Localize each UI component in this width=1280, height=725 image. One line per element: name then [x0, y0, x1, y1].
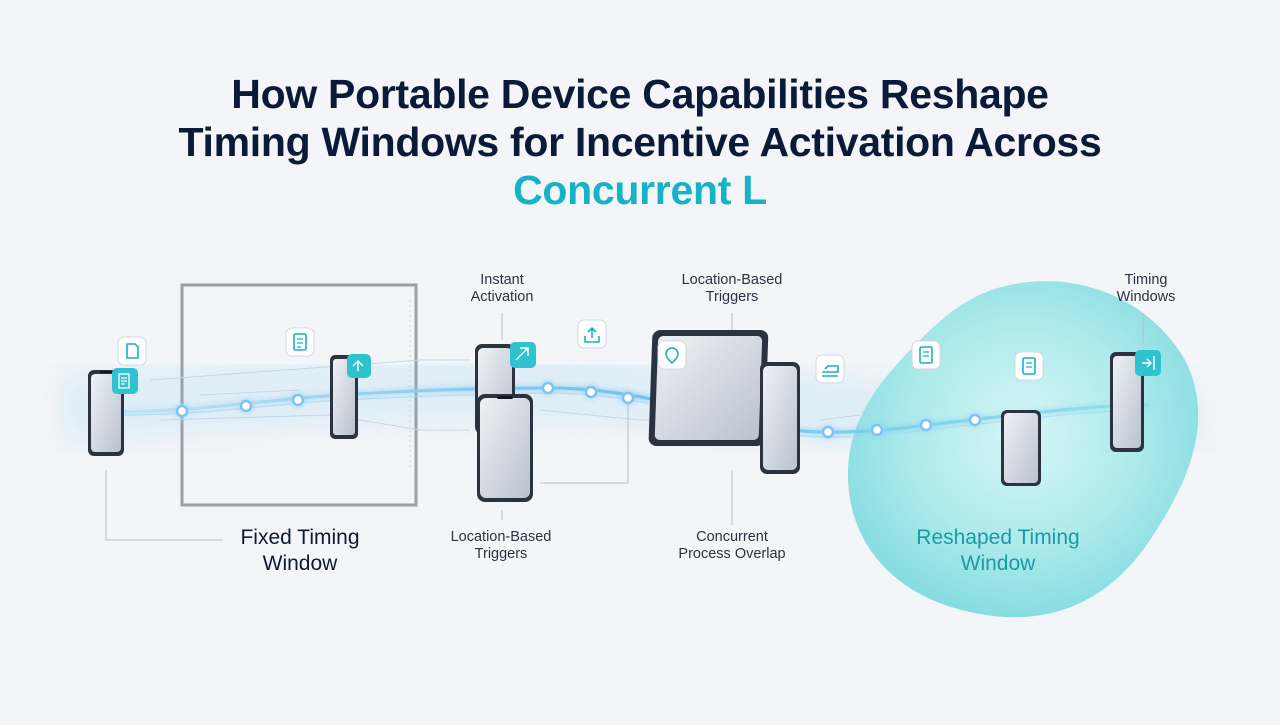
share-icon [577, 319, 607, 349]
label-concurrent-overlap: Concurrent Process Overlap [678, 529, 786, 562]
flow-node [919, 418, 933, 432]
clipboard-icon [1014, 351, 1044, 381]
flow-node [584, 385, 598, 399]
phone-7 [1110, 352, 1144, 452]
label-fixed-timing-window: Fixed Timing Window [240, 526, 360, 575]
clipboard-icon [285, 327, 315, 357]
circuit-lines [149, 300, 861, 470]
location-icon [657, 340, 687, 370]
flow-node [968, 413, 982, 427]
leader-lines [105, 313, 1144, 541]
share-icon [510, 342, 536, 368]
label-reshaped-timing-window: Reshaped Timing Window [916, 526, 1080, 575]
clipboard-icon [911, 340, 941, 370]
title-line-2: Timing Windows for Incentive Activation … [178, 119, 1102, 165]
flow-node [821, 425, 835, 439]
phone-6 [1001, 410, 1041, 486]
label-location-triggers-top: Location-Based Triggers [681, 272, 783, 305]
label-instant-activation: Instant Activation [470, 272, 534, 305]
phone-4 [477, 394, 533, 502]
fixed-window-frame [180, 283, 418, 507]
flow-node [870, 423, 884, 437]
flow-node [621, 391, 635, 405]
phone-5 [760, 362, 800, 474]
enter-icon [1135, 350, 1161, 376]
flow-node [291, 393, 305, 407]
title-line-1: How Portable Device Capabilities Reshape [231, 71, 1049, 117]
document-icon [117, 336, 147, 366]
swap-icon [815, 354, 845, 384]
flow-nodes [102, 381, 1134, 439]
label-timing-windows: Timing Windows [1116, 272, 1176, 305]
title-line-3: Concurrent L [513, 167, 767, 213]
flow-node [239, 399, 253, 413]
flow-node [541, 381, 555, 395]
flow-node [175, 404, 189, 418]
page-title: How Portable Device Capabilities Reshape… [0, 70, 1280, 214]
document-icon [112, 368, 138, 394]
label-location-triggers-bottom: Location-Based Triggers [450, 529, 552, 562]
enter-icon [347, 354, 371, 378]
